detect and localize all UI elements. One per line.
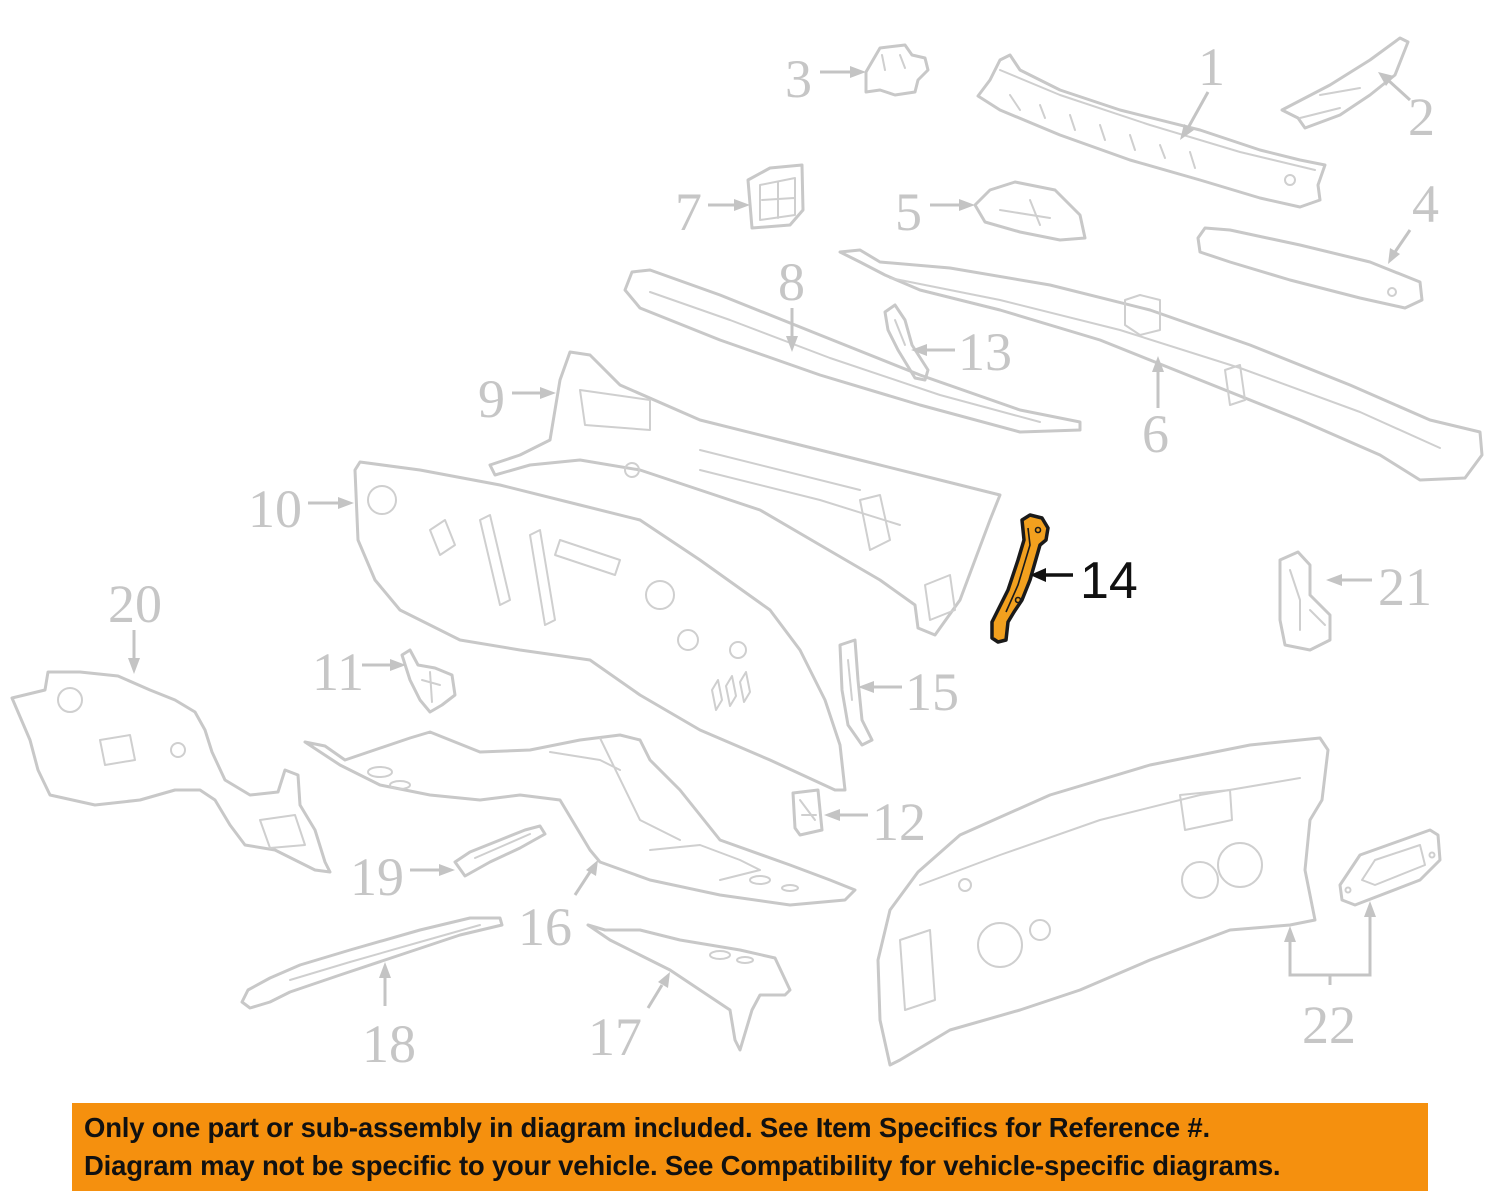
part-11-bracket <box>400 648 457 714</box>
part-14-highlighted-brace <box>990 513 1050 644</box>
callout-10: 10 <box>248 479 302 539</box>
callout-20: 20 <box>108 574 162 634</box>
disclaimer-line-2: Diagram may not be specific to your vehi… <box>84 1150 1281 1181</box>
callout-19: 19 <box>350 847 404 907</box>
part-8-cross-member <box>623 268 1082 434</box>
part-12-clip <box>791 788 824 837</box>
callout-3: 3 <box>785 49 812 109</box>
callout-5: 5 <box>895 182 922 242</box>
part-15-bracket <box>838 638 874 747</box>
part-19-rail <box>453 824 547 878</box>
part-9-cowl-upper <box>488 350 1002 637</box>
callout-16: 16 <box>518 897 572 957</box>
callout-18: 18 <box>362 1014 416 1074</box>
callout-1: 1 <box>1198 37 1225 97</box>
part-17-rail <box>586 923 792 1052</box>
part-10-dash-panel <box>353 460 847 792</box>
callout-17: 17 <box>588 1007 642 1067</box>
part-3-bracket <box>864 43 930 97</box>
part-5-duct <box>973 180 1087 242</box>
callout-2: 2 <box>1408 87 1435 147</box>
part-22-cover-plate <box>1338 828 1442 907</box>
callout-6: 6 <box>1142 404 1169 464</box>
part-22-dash-insulator <box>876 736 1330 1067</box>
disclaimer-banner: Only one part or sub-assembly in diagram… <box>72 1103 1428 1191</box>
part-6-cowl-panel <box>838 248 1484 482</box>
part-7-grommet <box>746 163 805 230</box>
callout-22: 22 <box>1302 995 1356 1055</box>
callout-9: 9 <box>478 369 505 429</box>
callout-14: 14 <box>1080 552 1138 610</box>
disclaimer-line-1: Only one part or sub-assembly in diagram… <box>84 1112 1210 1143</box>
part-21-bracket <box>1278 550 1332 652</box>
part-18-rail <box>240 916 504 1010</box>
part-20-wheelhouse <box>10 670 332 874</box>
parts-diagram: 1 2 3 4 5 6 7 <box>10 36 1484 1074</box>
callout-11: 11 <box>312 642 364 702</box>
callout-4: 4 <box>1412 174 1439 234</box>
part-16-floor-pan <box>303 730 857 907</box>
part-13-bracket <box>883 303 930 382</box>
callout-15: 15 <box>905 662 959 722</box>
callout-8: 8 <box>778 252 805 312</box>
callout-21: 21 <box>1378 557 1432 617</box>
callout-12: 12 <box>872 792 926 852</box>
part-2-cowl-side-panel <box>1280 36 1410 130</box>
callout-7: 7 <box>675 182 702 242</box>
callout-13: 13 <box>958 322 1012 382</box>
part-4-reinforcement <box>1196 226 1424 310</box>
part-1-cowl-vent-panel <box>976 53 1327 209</box>
